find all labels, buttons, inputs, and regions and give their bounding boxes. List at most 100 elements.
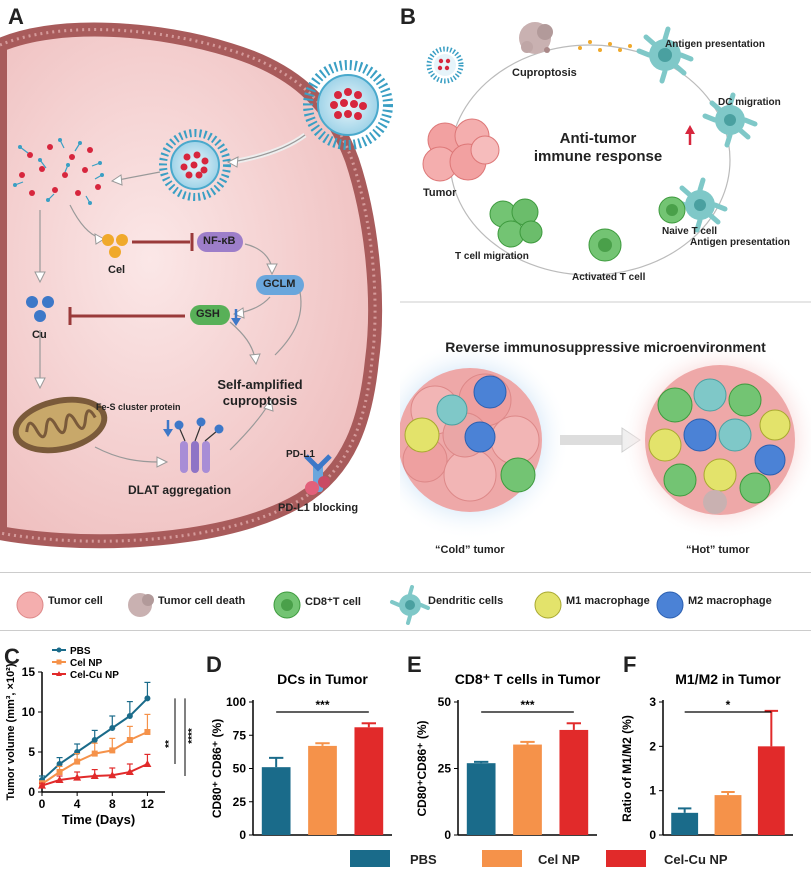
gsh-label: GSH [196, 308, 220, 320]
dlat-protein [174, 417, 224, 473]
cel-molecule [102, 234, 128, 258]
panel-b-illustration [400, 22, 811, 540]
mitochondrion [12, 396, 108, 454]
legend-pbs: PBS [410, 852, 437, 867]
y-axis-label: Ratio of M1/M2 (%) [620, 715, 634, 822]
y-tick-label: 25 [438, 762, 452, 776]
reverse-title: Reverse immunosuppressive microenvironme… [445, 339, 766, 355]
y-tick-label: 5 [28, 745, 35, 759]
pd-l1-blocking-label: PD-L1 blocking [278, 502, 359, 514]
legend-swatch-cel-np [482, 850, 522, 867]
legend-label: Cel NP [70, 658, 103, 669]
bar-pbs [466, 763, 496, 835]
pd-l1-receptor [304, 454, 332, 495]
panel-c-letter: C [4, 644, 20, 669]
self-amplified-label-2: cuproptosis [222, 393, 298, 408]
bar-cel-np [308, 745, 337, 835]
data-point [90, 772, 99, 779]
legend-label: PBS [70, 646, 91, 657]
gclm-box [256, 275, 304, 295]
antigen-presentation-bottom-label: Antigen presentation [690, 237, 791, 248]
x-tick-label: 8 [109, 797, 116, 811]
y-tick-label: 25 [233, 795, 247, 809]
cu-label: Cu [32, 329, 47, 341]
nfkb-box [197, 232, 243, 252]
panel-a-illustration [0, 22, 393, 549]
data-point [38, 781, 46, 789]
data-point [56, 761, 63, 767]
y-tick-label: 1 [649, 784, 656, 798]
y-axis-label: CD80⁺ CD86⁺ (%) [210, 719, 224, 818]
x-tick-label: 12 [141, 797, 155, 811]
data-point [55, 776, 64, 783]
legend-swatch-pbs [350, 850, 390, 867]
pd-l1-label: PD-L1 [286, 449, 315, 460]
legend-swatch-cel-cu-np [606, 850, 646, 867]
y-tick-label: 0 [444, 828, 451, 840]
self-amplified-label-1: Self-amplified [217, 377, 303, 392]
data-point [91, 737, 98, 743]
data-point [126, 713, 133, 719]
legend-cel-np: Cel NP [538, 852, 580, 867]
x-tick-label: 0 [39, 797, 46, 811]
y-axis-label: Tumor volume (mm³, ×10²) [5, 663, 17, 800]
data-point [109, 747, 116, 754]
y-tick-label: 50 [438, 695, 452, 709]
bar-cel-np [513, 744, 542, 835]
legend-tumor-cell: Tumor cell [48, 595, 103, 607]
dlat-aggregation-label: DLAT aggregation [128, 483, 232, 497]
data-point [143, 760, 152, 767]
nfkb-label: NF-κB [203, 235, 236, 247]
data-point [109, 725, 116, 731]
cell-legend: Tumor cell Tumor cell death CD8⁺T cell D… [0, 585, 811, 625]
tumor-label: Tumor [423, 187, 457, 199]
legend-tumor-cell-death: Tumor cell death [158, 595, 246, 607]
y-axis-label: CD80⁺CD86⁺ (%) [415, 720, 429, 816]
cel-label: Cel [108, 264, 126, 276]
bar-cel-np [714, 795, 742, 835]
data-point [74, 758, 81, 765]
bar-cel-cu-np [757, 746, 785, 835]
cell-legend-icons [16, 585, 684, 625]
hot-tumor-label: “Hot” tumor [686, 544, 750, 556]
y-tick-label: 2 [649, 739, 656, 753]
bar-cel-cu-np [354, 727, 384, 835]
data-point [125, 768, 134, 775]
legend-marker [56, 671, 62, 676]
legend-label: Cel-Cu NP [70, 670, 119, 681]
chart-title: CD8⁺ T cells in Tumor [455, 671, 601, 687]
panel-d-letter: D [206, 652, 222, 677]
fes-cluster-label: Fe-S cluster protein [96, 402, 181, 412]
data-point [73, 773, 82, 781]
y-tick-label: 75 [233, 728, 247, 742]
panel-e-letter: E [407, 652, 422, 677]
data-point [144, 695, 151, 702]
legend-m2-macrophage: M2 macrophage [688, 595, 772, 607]
legend-marker [56, 659, 62, 665]
y-tick-label: 0 [28, 785, 35, 799]
y-tick-label: 100 [226, 695, 246, 709]
activated-t-cell-label: Activated T cell [572, 272, 646, 283]
legend-cel-cu-np: Cel-Cu NP [664, 852, 728, 867]
activated-t-cell [588, 228, 622, 262]
antigen-presentation-top-label: Antigen presentation [665, 39, 766, 50]
chart-title: DCs in Tumor [277, 671, 368, 687]
sig-label: ** [164, 740, 175, 748]
sig-label: *** [315, 698, 329, 712]
cu-ions [26, 296, 54, 322]
naive-t-cell [658, 196, 686, 224]
y-tick-label: 15 [22, 665, 36, 679]
cuproptosis-label: Cuproptosis [512, 67, 577, 79]
data-point [56, 769, 63, 775]
sig-label: **** [187, 728, 198, 744]
bar-pbs [261, 767, 291, 835]
y-tick-label: 0 [239, 828, 246, 840]
data-point [144, 729, 151, 735]
gclm-label: GCLM [263, 278, 296, 290]
group-legend: PBS Cel NP Cel-Cu NP [0, 846, 811, 872]
